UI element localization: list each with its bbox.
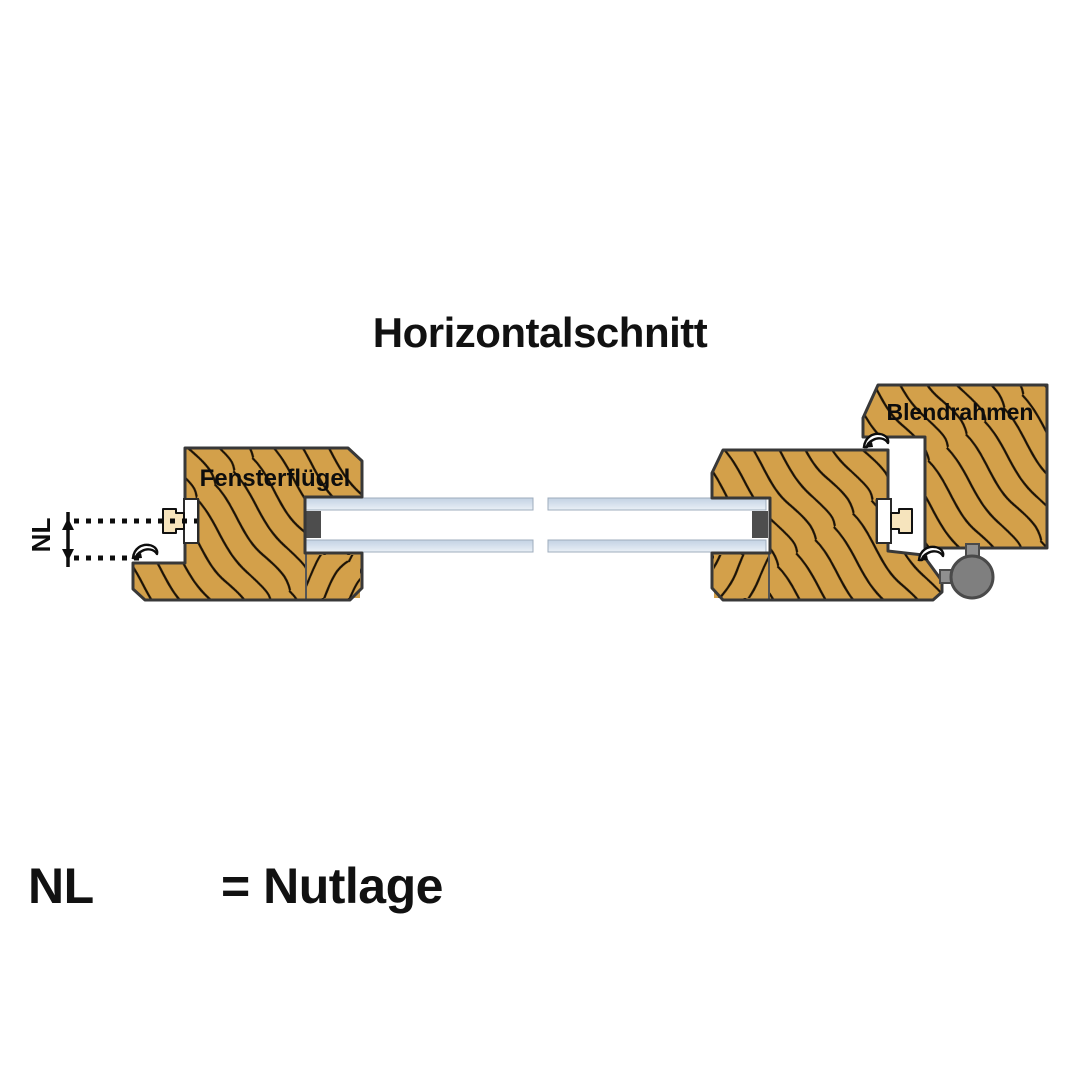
frame [861, 383, 1049, 550]
glass-pane-outer-right [547, 497, 767, 511]
glazing-unit [304, 497, 768, 553]
glazing-block-left [306, 511, 321, 538]
striker-plate-right [876, 498, 892, 544]
glass-pane-inner-left [304, 539, 534, 553]
dimension-label: NL [26, 518, 56, 553]
seal-frame-bottom-icon [915, 545, 945, 563]
glass-pane-inner-right [547, 539, 767, 553]
legend-term: NL [28, 858, 94, 914]
glazing-bead-left-grain [307, 555, 360, 598]
mushroom-cam-right [890, 508, 913, 534]
roller-assembly [939, 543, 995, 600]
frame-outline [861, 383, 1049, 550]
frame-label: Blendrahmen [887, 399, 1034, 425]
roller-knob [949, 554, 995, 600]
legend-definition: = Nutlage [221, 858, 443, 914]
sash-right [710, 448, 944, 602]
glass-pane-outer-left [304, 497, 534, 511]
glazing-bead-right-grain [714, 555, 768, 598]
glazing-block-right [752, 511, 768, 538]
sash-label: Fensterflügel [200, 465, 351, 492]
sash-left-grain [133, 448, 362, 600]
page-title: Horizontalschnitt [373, 309, 708, 356]
dimension-arrow-up-icon [62, 518, 74, 530]
frame-grain [863, 385, 1047, 548]
dimension-arrow-down-icon [62, 549, 74, 561]
nl-dimension: NL [26, 512, 197, 567]
